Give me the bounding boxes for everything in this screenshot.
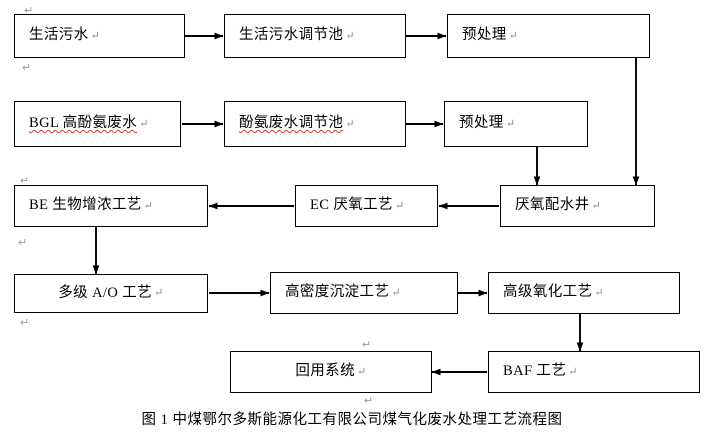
node-label-pretreatment-1: 预处理: [462, 27, 507, 44]
stray-paragraph-mark: ↵: [18, 237, 28, 249]
stray-paragraph-mark: ↵: [20, 175, 30, 187]
node-domestic-equalization[interactable]: 生活污水调节池↵: [224, 14, 406, 58]
node-be-bioenrichment[interactable]: BE 生物增浓工艺↵: [14, 185, 208, 227]
node-label-domestic-equalization: 生活污水调节池: [239, 27, 344, 44]
node-label-pretreatment-2: 预处理: [459, 115, 504, 132]
paragraph-mark: ↵: [345, 29, 355, 42]
node-baf-process[interactable]: BAF 工艺↵: [488, 351, 700, 393]
stray-paragraph-mark: ↵: [24, 5, 34, 17]
node-label-reuse-system: 回用系统: [295, 363, 355, 380]
node-label-advanced-oxidation: 高级氧化工艺: [503, 284, 593, 301]
node-phenol-equalization[interactable]: 酚氨废水调节池↵: [224, 101, 406, 147]
paragraph-mark: ↵: [508, 29, 519, 42]
paragraph-mark: ↵: [356, 365, 367, 378]
node-reuse-system[interactable]: 回用系统↵: [230, 351, 432, 393]
node-label-multistage-ao: 多级 A/O 工艺: [58, 284, 153, 301]
paragraph-mark: ↵: [568, 365, 578, 378]
node-high-density-settling[interactable]: 高密度沉淀工艺↵: [270, 272, 458, 314]
paragraph-mark: ↵: [143, 199, 154, 212]
node-pretreatment-1[interactable]: 预处理↵: [447, 14, 650, 58]
node-multistage-ao[interactable]: 多级 A/O 工艺↵: [14, 274, 208, 313]
node-label-domestic-sewage: 生活污水: [29, 27, 89, 44]
node-bgl-phenol-ammonia[interactable]: BGL 高酚氨废水↵: [14, 101, 181, 147]
node-label-phenol-equalization: 酚氨废水调节池: [239, 115, 344, 132]
node-label-baf-process: BAF 工艺: [503, 363, 567, 380]
paragraph-mark: ↵: [154, 287, 164, 300]
node-ec-anaerobic[interactable]: EC 厌氧工艺↵: [295, 185, 438, 227]
node-label-anaerobic-water-well: 厌氧配水井: [515, 197, 590, 214]
node-anaerobic-water-well[interactable]: 厌氧配水井↵: [500, 185, 655, 227]
paragraph-mark: ↵: [90, 29, 101, 42]
paragraph-mark: ↵: [505, 117, 516, 130]
paragraph-mark: ↵: [591, 199, 602, 212]
stray-paragraph-mark: ↵: [20, 317, 30, 329]
node-advanced-oxidation[interactable]: 高级氧化工艺↵: [488, 272, 680, 314]
paragraph-mark: ↵: [139, 117, 149, 130]
figure-caption: 图 1 中煤鄂尔多斯能源化工有限公司煤气化废水处理工艺流程图: [141, 412, 563, 428]
node-label-bgl-phenol-ammonia: BGL 高酚氨废水: [29, 115, 138, 132]
stray-paragraph-mark: ↵: [362, 339, 372, 351]
paragraph-mark: ↵: [394, 199, 405, 212]
paragraph-mark: ↵: [345, 117, 355, 130]
stray-paragraph-mark: ↵: [364, 395, 374, 407]
stray-paragraph-mark: ↵: [22, 62, 32, 74]
paragraph-mark: ↵: [391, 286, 401, 299]
node-label-high-density-settling: 高密度沉淀工艺: [285, 284, 390, 301]
paragraph-mark: ↵: [594, 286, 605, 299]
node-label-ec-anaerobic: EC 厌氧工艺: [310, 197, 393, 214]
node-label-be-bioenrichment: BE 生物增浓工艺: [29, 197, 142, 214]
node-pretreatment-2[interactable]: 预处理↵: [444, 101, 588, 147]
node-domestic-sewage[interactable]: 生活污水↵: [14, 14, 185, 58]
